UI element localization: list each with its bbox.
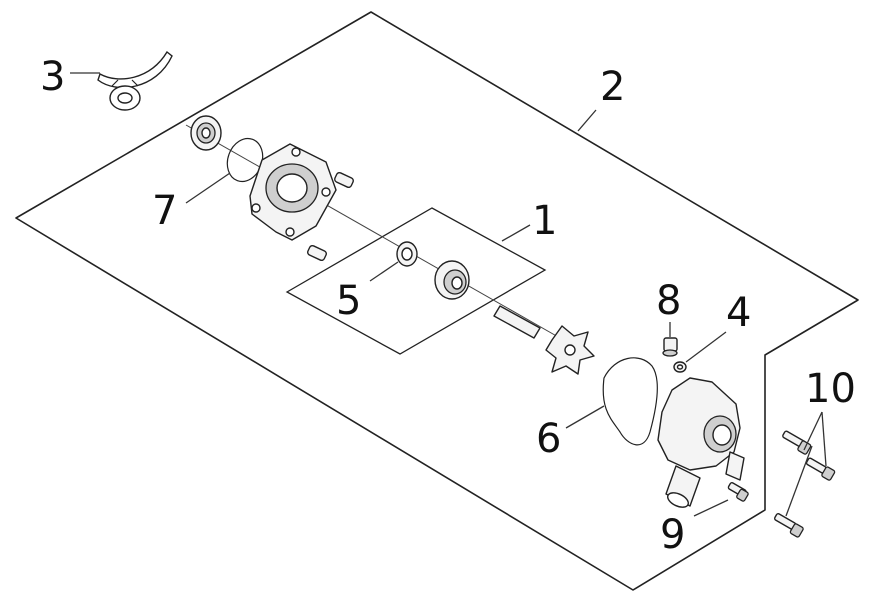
callout-7: 7 xyxy=(152,188,177,234)
callout-4: 4 xyxy=(726,290,751,336)
callout-9: 9 xyxy=(660,512,685,558)
mechanical-seal-part xyxy=(434,260,470,300)
callout-2: 2 xyxy=(600,64,625,110)
shaft-axis-line xyxy=(185,124,561,339)
pump-cover-part xyxy=(657,377,745,508)
callout-1: 1 xyxy=(532,198,557,244)
leader-line-10b xyxy=(821,411,827,467)
leader-line-6 xyxy=(565,405,605,429)
leader-line-7 xyxy=(185,172,231,204)
gasket-o-ring xyxy=(602,357,658,446)
assembly-group-outline xyxy=(15,11,859,591)
leader-line-5 xyxy=(369,261,399,282)
callout-6: 6 xyxy=(536,416,561,462)
drain-plug-part xyxy=(662,337,678,357)
leader-line-9 xyxy=(693,499,729,517)
bolt-set-part xyxy=(774,430,836,538)
leader-line-4 xyxy=(685,331,727,363)
subassembly-outline xyxy=(285,207,547,355)
impeller-part xyxy=(545,325,595,375)
leader-line-2 xyxy=(577,109,597,132)
pump-shaft-part xyxy=(493,305,541,339)
bearing-part xyxy=(190,115,222,151)
pump-housing-flange xyxy=(249,143,337,241)
callout-5: 5 xyxy=(336,278,361,324)
callout-10: 10 xyxy=(805,366,856,412)
callout-8: 8 xyxy=(656,278,681,324)
dowel-pin-upper xyxy=(334,171,354,189)
leader-line-10a xyxy=(803,411,823,451)
leader-line-10c xyxy=(785,445,813,517)
seal-ring-part xyxy=(396,241,418,267)
dowel-pin-lower xyxy=(307,244,327,262)
washer-part xyxy=(673,361,687,373)
leader-line-1 xyxy=(501,224,531,242)
hose-clamp-part xyxy=(97,50,173,111)
bolt-single-part xyxy=(727,482,749,502)
callout-3: 3 xyxy=(40,54,65,100)
